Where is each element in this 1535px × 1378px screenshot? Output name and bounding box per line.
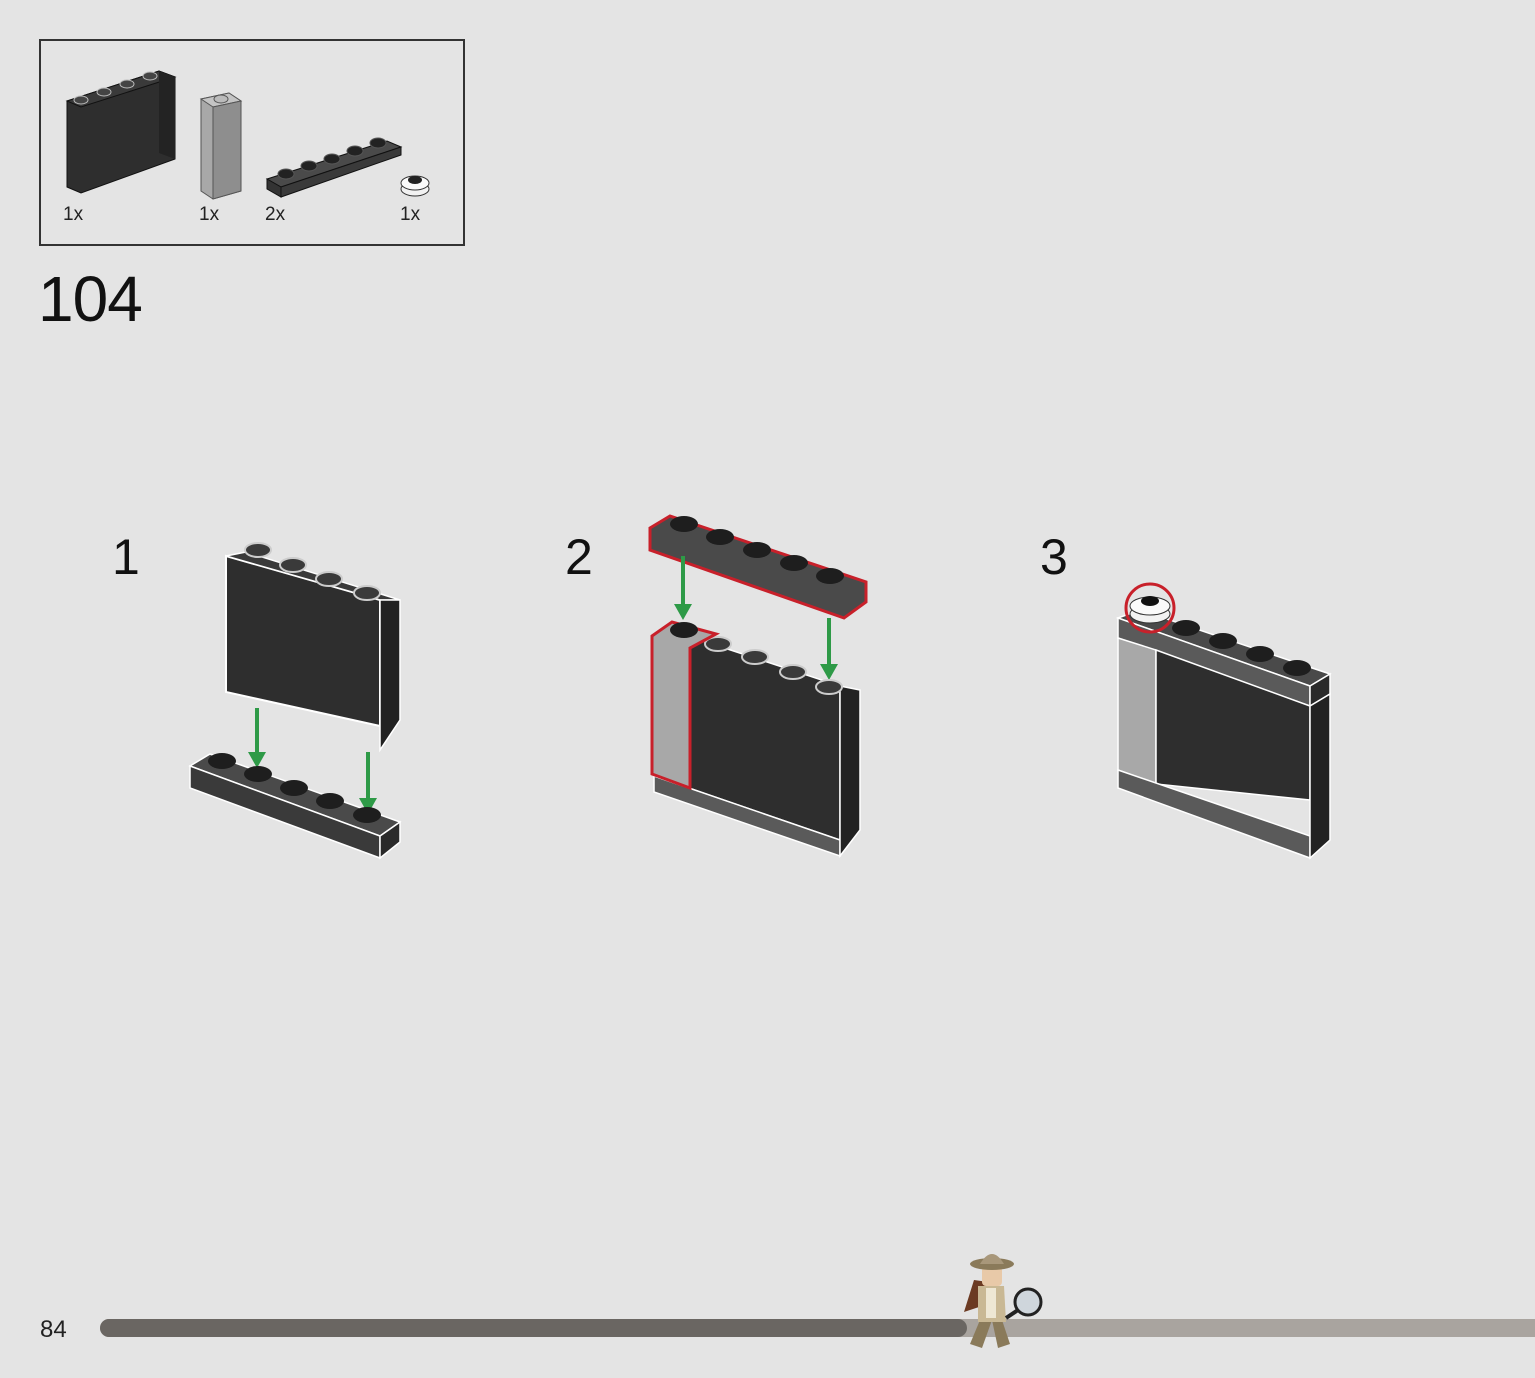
part-qty: 2x	[265, 204, 286, 225]
parts-illustration	[65, 70, 430, 200]
progress-bar-fill	[100, 1319, 967, 1337]
page-number: 84	[40, 1316, 67, 1343]
plate-part-icon	[265, 137, 403, 198]
panel-part-icon	[65, 70, 177, 194]
green-arrow-icon	[674, 556, 692, 620]
sub-step-number: 1	[112, 529, 140, 585]
sub-step-number: 2	[565, 529, 593, 585]
green-arrow-icon	[359, 752, 377, 814]
sub-step-number: 3	[1040, 529, 1068, 585]
part-qty: 1x	[199, 204, 220, 225]
part-qty: 1x	[400, 204, 421, 225]
round-plate-part-icon	[400, 175, 430, 197]
light-grey-brick-part-icon	[199, 92, 243, 200]
sub-step-1-illustration	[188, 542, 402, 860]
parts-list-box: 1x 1x 2x 1x	[39, 39, 465, 246]
step-number: 104	[38, 263, 143, 335]
sub-step-2-illustration	[648, 514, 868, 859]
sub-step-3-illustration	[1115, 582, 1332, 860]
green-arrow-icon	[248, 708, 266, 768]
progress-bar	[100, 1319, 1535, 1337]
part-qty: 1x	[63, 204, 84, 225]
explorer-mascot-icon	[964, 1254, 1043, 1348]
green-arrow-icon	[820, 618, 838, 680]
